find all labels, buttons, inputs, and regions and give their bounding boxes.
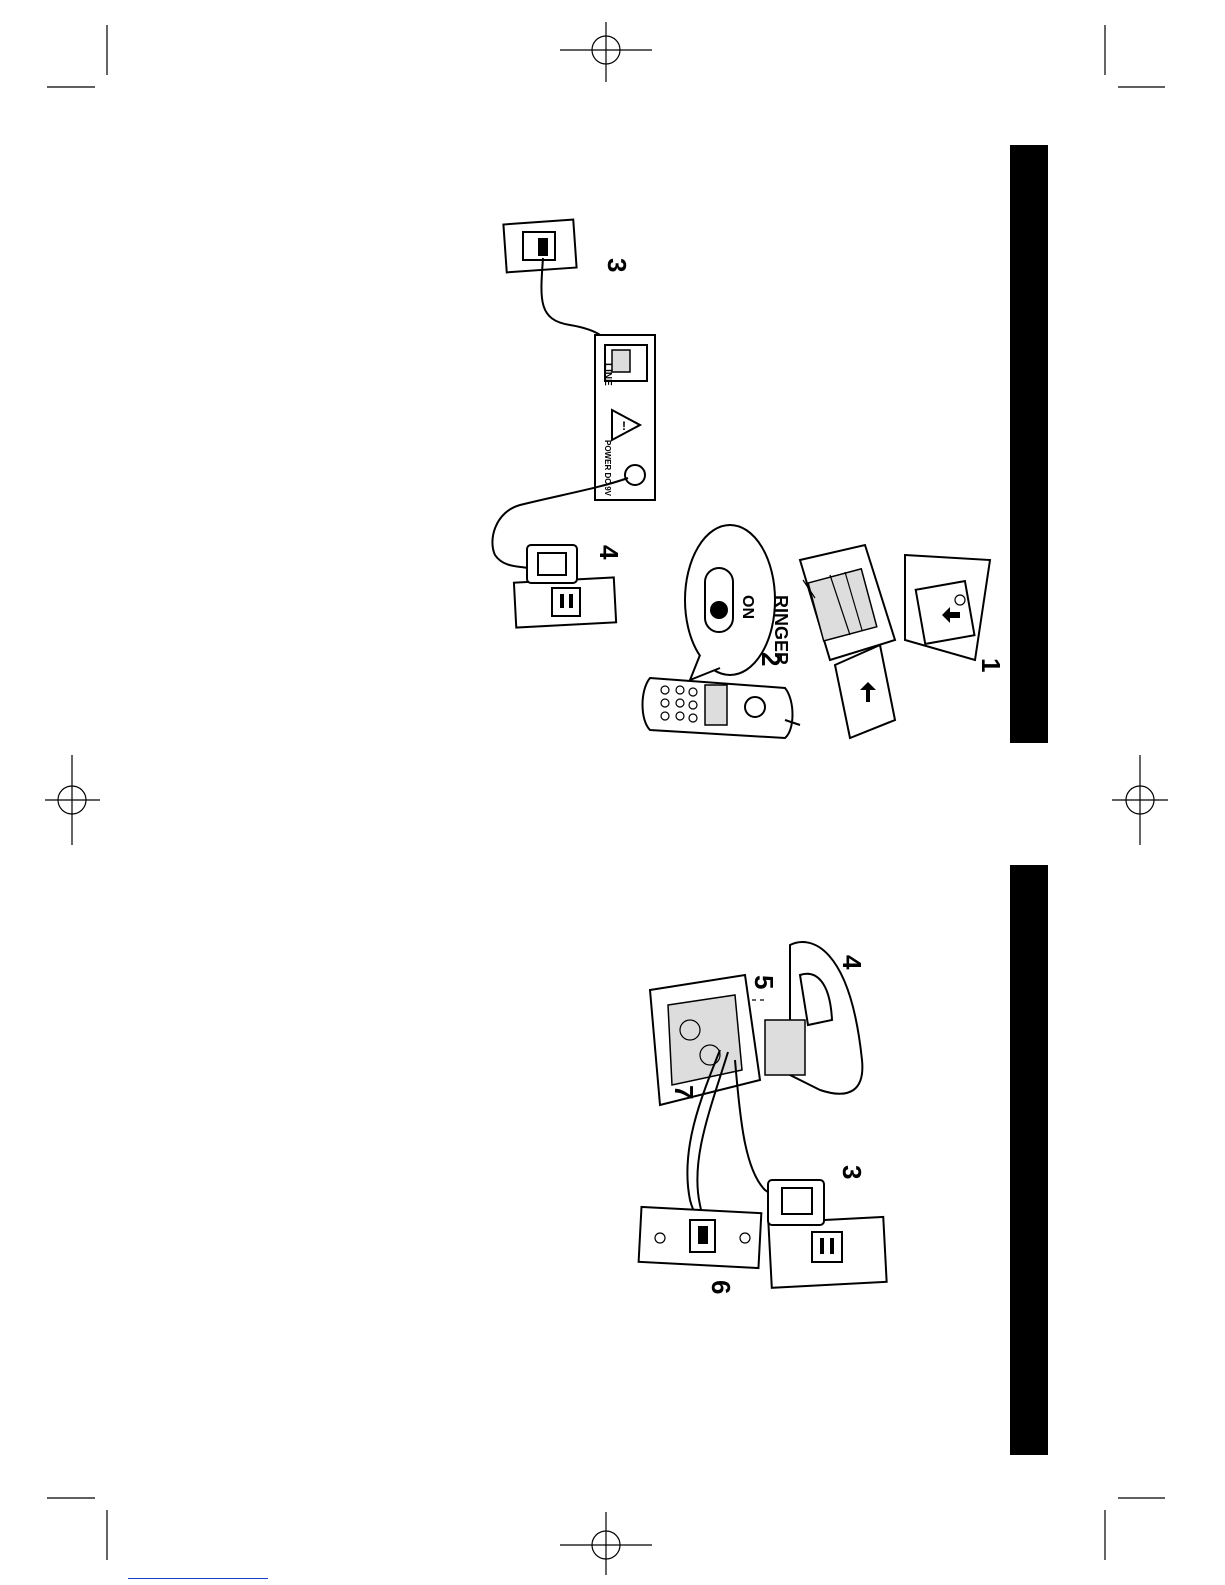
step-adapter: 3 [837,1165,867,1179]
wall-jack [503,220,576,273]
step-battery: 1 [976,658,1006,672]
power-outlet [514,577,616,627]
step-ringer: 2 [756,652,786,666]
link-underline [128,1578,268,1579]
adapter-unit [768,1180,824,1225]
battery-cover-installed [905,555,990,660]
step-bracket: 4 [837,955,867,970]
registration-mark-bottom [560,1512,652,1575]
adapter-outlet [768,1217,886,1288]
power-adapter [527,545,577,583]
section-tab-bottom [1010,865,1048,1455]
registration-mark-left [45,755,100,845]
battery-compartment-open [800,545,895,660]
base-unit-wall-mount [650,975,760,1105]
section-tab-top [1010,145,1048,743]
label-power: POWER DC 9V [603,440,612,497]
step-cord: 7 [669,1085,699,1099]
registration-mark-right [1112,755,1168,845]
bottom-illustration: 4 5 7 3 6 [639,942,887,1294]
step-wall-plate: 6 [706,1280,736,1294]
crop-marks [47,25,1165,1560]
wall-phone-plate [639,1207,762,1268]
ringer-state: ON [739,595,756,619]
step-power-adapter: 4 [594,545,624,560]
top-illustration: 3 ! LINE POWER DC 9V 4 [492,220,1006,738]
battery-cover [835,645,895,738]
svg-text:!: ! [622,419,626,433]
label-line: LINE [602,363,613,386]
step-wall-jack: 3 [602,258,632,272]
handset [643,678,801,738]
step-slide: 5 [749,975,779,989]
registration-mark-top [560,22,652,82]
